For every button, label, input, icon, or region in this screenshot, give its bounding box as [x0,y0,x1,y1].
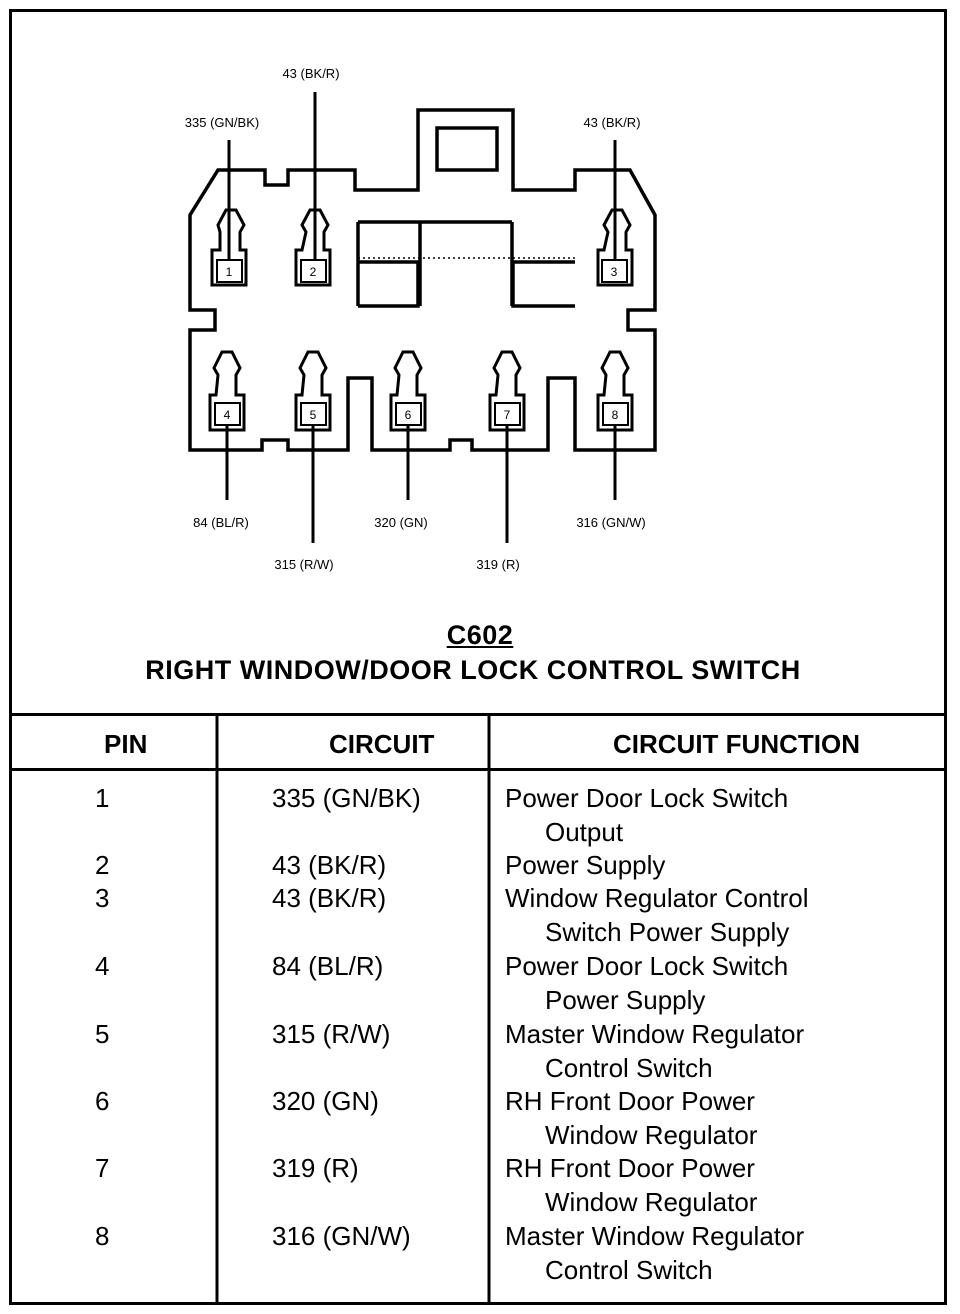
row-4-function-line2: Power Supply [545,985,706,1015]
row-8-pin: 8 [95,1221,110,1251]
row-3-function-line1: Window Regulator Control [505,883,809,913]
pin-number-2: 2 [310,265,317,279]
pin-number-6: 6 [405,408,412,422]
pin-table: PIN CIRCUIT CIRCUIT FUNCTION 1 335 (GN/B… [9,713,944,1302]
row-5-function-line1: Master Window Regulator [505,1019,805,1049]
connector-title: RIGHT WINDOW/DOOR LOCK CONTROL SWITCH [145,655,801,685]
row-2-function-line1: Power Supply [505,850,666,880]
connector-inner-ledge-left [358,260,420,308]
row-1-pin: 1 [95,783,110,813]
row-7-pin: 7 [95,1153,110,1183]
row-6-circuit: 320 (GN) [272,1086,379,1116]
row-7-circuit: 319 (R) [272,1153,359,1183]
connector-diagram: 1 2 3 4 5 6 7 8 335 (GN/BK) 43 (BK/R) 43… [185,66,657,572]
pin-number-5: 5 [310,408,317,422]
connector-id: C602 [446,620,514,650]
table-grid [9,713,944,1302]
outer-frame [9,9,947,1305]
wire-label-4: 84 (BL/R) [193,515,249,530]
row-5-function-line2: Control Switch [545,1053,713,1083]
row-6-function-line1: RH Front Door Power [505,1086,755,1116]
row-6-function-line2: Window Regulator [545,1120,758,1150]
row-7-function-line1: RH Front Door Power [505,1153,755,1183]
connector-body-upper [188,108,657,452]
row-4-circuit: 84 (BL/R) [272,951,384,981]
pin-number-7: 7 [504,408,511,422]
wire-label-6: 320 (GN) [374,515,427,530]
pin-number-4: 4 [224,408,231,422]
wire-label-8: 316 (GN/W) [576,515,645,530]
row-8-function: Master Window Regulator Control Switch [505,1219,804,1287]
row-2-pin: 2 [95,850,110,880]
wire-label-5: 315 (R/W) [274,557,333,572]
row-1-function: Power Door Lock Switch Output [505,781,788,849]
header-pin: PIN [104,729,148,759]
pin-number-1: 1 [226,265,233,279]
row-5-pin: 5 [95,1019,110,1049]
header-circuit-function: CIRCUIT FUNCTION [613,729,860,759]
row-1-function-line1: Power Door Lock Switch [505,783,789,813]
row-2-circuit: 43 (BK/R) [272,850,387,880]
row-2-function: Power Supply [505,848,665,882]
pin-number-3: 3 [611,265,618,279]
latch-window [435,126,499,172]
row-5-function: Master Window Regulator Control Switch [505,1017,804,1085]
row-6-pin: 6 [95,1086,110,1116]
connector-inner-top [356,220,514,306]
row-1-circuit: 335 (GN/BK) [272,783,421,813]
row-3-circuit: 43 (BK/R) [272,883,387,913]
row-8-function-line1: Master Window Regulator [505,1221,805,1251]
row-8-circuit: 316 (GN/W) [272,1221,411,1251]
row-6-function: RH Front Door Power Window Regulator [505,1084,757,1152]
wire-label-2: 43 (BK/R) [282,66,339,81]
pin-number-8: 8 [612,408,619,422]
wire-label-7: 319 (R) [476,557,519,572]
wire-label-3: 43 (BK/R) [583,115,640,130]
row-4-pin: 4 [95,951,110,981]
row-8-function-line2: Control Switch [545,1255,713,1285]
wire-label-1: 335 (GN/BK) [185,115,259,130]
row-5-circuit: 315 (R/W) [272,1019,391,1049]
row-7-function: RH Front Door Power Window Regulator [505,1151,757,1219]
header-circuit: CIRCUIT [329,729,435,759]
row-3-function-line2: Switch Power Supply [545,917,790,947]
row-1-function-line2: Output [545,817,624,847]
row-3-function: Window Regulator Control Switch Power Su… [505,881,808,949]
row-4-function-line1: Power Door Lock Switch [505,951,789,981]
row-4-function: Power Door Lock Switch Power Supply [505,949,788,1017]
row-7-function-line2: Window Regulator [545,1187,758,1217]
row-3-pin: 3 [95,883,110,913]
connector-inner-ledge-right [511,260,575,308]
